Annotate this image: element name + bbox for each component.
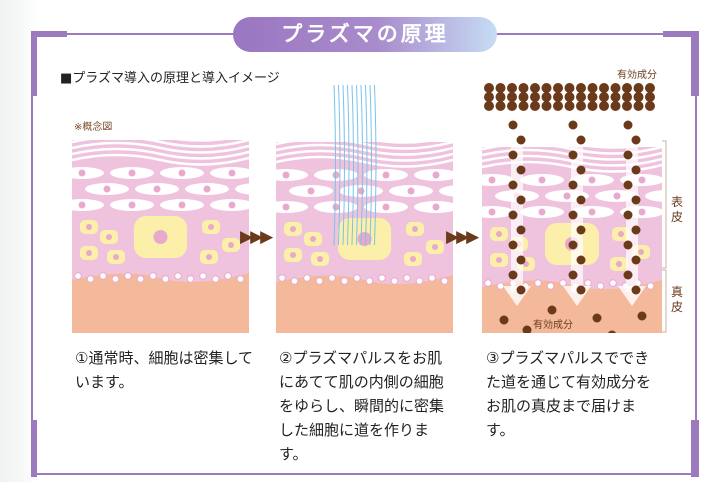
ingredient-label-bottom: 有効成分 xyxy=(533,320,573,331)
section-subtitle: ■プラズマ導入の原理と導入イメージ xyxy=(60,71,280,86)
frame-corner xyxy=(691,420,699,477)
step-3-text: ③プラズマパルスでできた道を通じて有効成分をお肌の真皮まで届けます。 xyxy=(486,349,652,439)
layer-brackets xyxy=(662,140,667,333)
step-2-text: ②プラズマパルスをお肌にあてて肌の内側の細胞をゆらし、瞬間的に密集した細胞に道を… xyxy=(279,349,445,463)
skin-panel-normal xyxy=(72,129,249,333)
frame-corner xyxy=(31,31,67,37)
epidermis-label: 表皮 xyxy=(671,195,684,224)
page-title: プラズマの原理 xyxy=(233,17,497,52)
step-arrows: ▶▶▶ xyxy=(240,227,273,247)
frame-corner xyxy=(31,420,37,477)
concept-note: ※概念図 xyxy=(74,122,113,133)
ingredient-label-top: 有効成分 xyxy=(617,70,657,81)
frame-corner xyxy=(31,31,37,96)
dermis-label: 真皮 xyxy=(671,285,684,314)
skin-panel-plasma xyxy=(276,85,453,333)
step-arrows: ▶▶▶ xyxy=(446,227,479,247)
frame-corner xyxy=(663,31,699,37)
frame-corner xyxy=(691,31,699,96)
skin-panel-ingredient xyxy=(482,83,662,333)
step-1-text: ①通常時、細胞は密集しています。 xyxy=(75,349,253,391)
